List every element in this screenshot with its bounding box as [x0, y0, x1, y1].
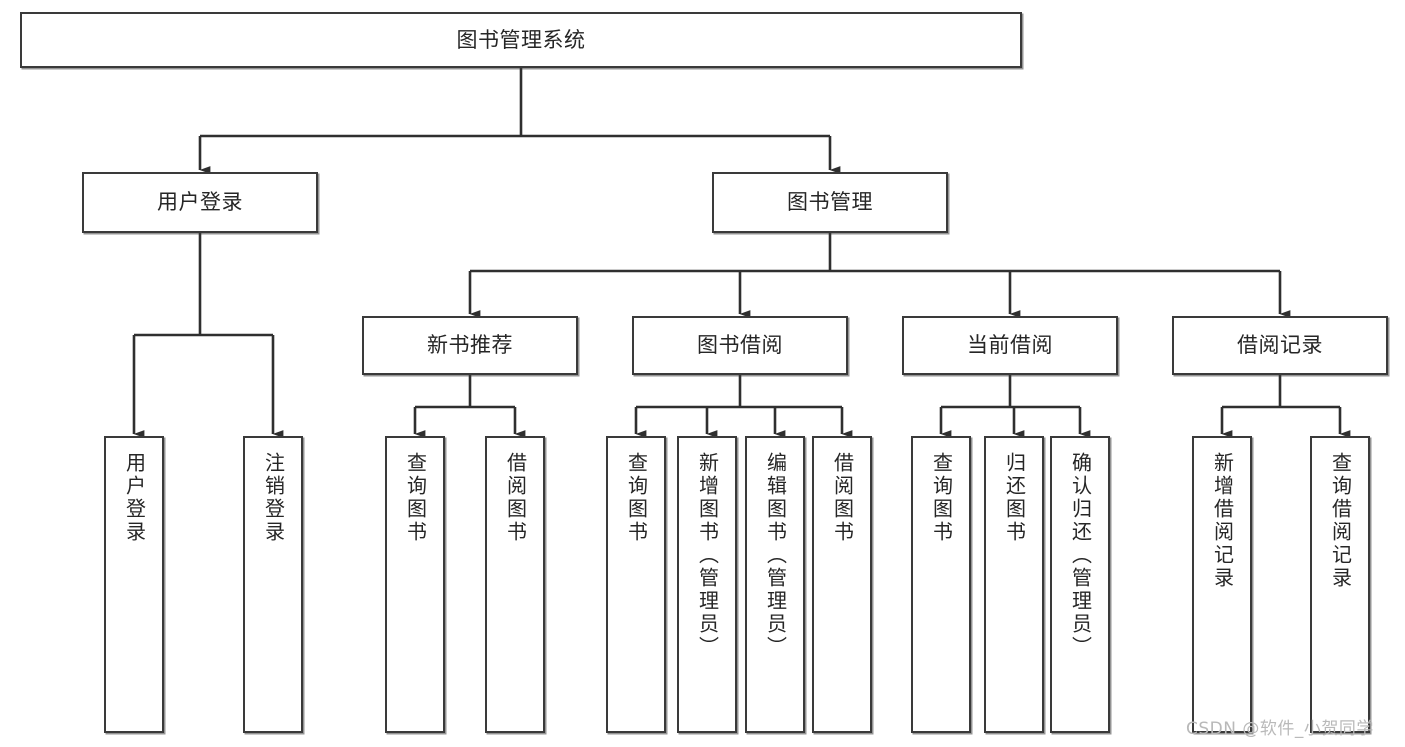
node-label: 编辑图书（管理员）: [763, 452, 788, 659]
node-label: 查询图书: [624, 452, 649, 544]
node-leaf-query-borrow-record[interactable]: 查询借阅记录: [1310, 436, 1370, 733]
node-root[interactable]: 图书管理系统: [20, 12, 1022, 68]
node-label: 借阅记录: [1237, 333, 1323, 358]
node-leaf-user-logout[interactable]: 注销登录: [243, 436, 303, 733]
node-label: 查询借阅记录: [1328, 452, 1353, 590]
node-new-book-recommend[interactable]: 新书推荐: [362, 316, 578, 375]
node-user-login[interactable]: 用户登录: [82, 172, 318, 233]
node-label: 当前借阅: [967, 333, 1053, 358]
node-label: 新书推荐: [427, 333, 513, 358]
node-leaf-edit-book[interactable]: 编辑图书（管理员）: [745, 436, 805, 733]
node-label: 新增图书（管理员）: [695, 452, 720, 659]
node-label: 图书管理: [787, 190, 873, 215]
node-leaf-query-book-borrow[interactable]: 查询图书: [606, 436, 666, 733]
node-label: 注销登录: [261, 452, 286, 544]
node-label: 查询图书: [929, 452, 954, 544]
node-leaf-query-book-rec[interactable]: 查询图书: [385, 436, 445, 733]
node-label: 借阅图书: [503, 452, 528, 544]
watermark-text: CSDN @软件_小贺同学: [1186, 719, 1374, 739]
node-leaf-query-book-current[interactable]: 查询图书: [911, 436, 971, 733]
node-label: 归还图书: [1002, 452, 1027, 544]
node-label: 用户登录: [157, 190, 243, 215]
node-leaf-return-book[interactable]: 归还图书: [984, 436, 1044, 733]
node-current-borrow[interactable]: 当前借阅: [902, 316, 1118, 375]
node-label: 图书管理系统: [456, 27, 586, 52]
node-leaf-confirm-return[interactable]: 确认归还（管理员）: [1050, 436, 1110, 733]
node-leaf-add-book[interactable]: 新增图书（管理员）: [677, 436, 737, 733]
node-label: 新增借阅记录: [1210, 452, 1235, 590]
node-label: 图书借阅: [697, 333, 783, 358]
node-label: 查询图书: [403, 452, 428, 544]
node-label: 借阅图书: [830, 452, 855, 544]
node-label: 用户登录: [122, 452, 147, 544]
node-leaf-borrow-book-rec[interactable]: 借阅图书: [485, 436, 545, 733]
node-leaf-add-borrow-record[interactable]: 新增借阅记录: [1192, 436, 1252, 733]
node-borrow-record[interactable]: 借阅记录: [1172, 316, 1388, 375]
node-label: 确认归还（管理员）: [1068, 452, 1093, 659]
node-leaf-borrow-book[interactable]: 借阅图书: [812, 436, 872, 733]
node-book-borrow[interactable]: 图书借阅: [632, 316, 848, 375]
node-leaf-user-login[interactable]: 用户登录: [104, 436, 164, 733]
node-book-manage[interactable]: 图书管理: [712, 172, 948, 233]
